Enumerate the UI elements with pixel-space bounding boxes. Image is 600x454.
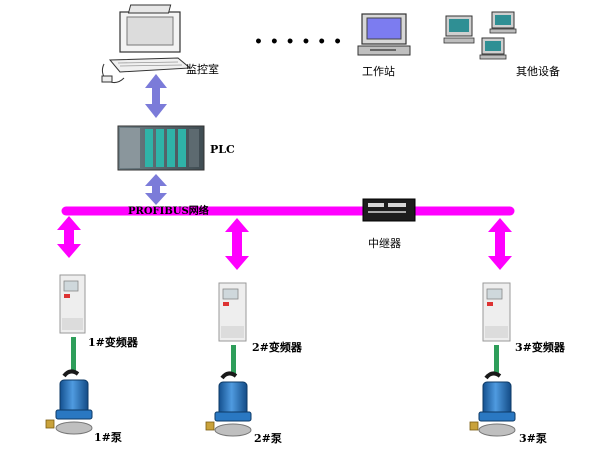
plc-rack-icon [117, 125, 205, 171]
drop-arrow-1 [57, 216, 81, 258]
pump-2-icon [205, 371, 252, 437]
drop-arrow-3 [488, 218, 512, 270]
other-devices-label: 其他设备 [516, 65, 560, 78]
repeater-module-icon [362, 198, 416, 222]
cable-2 [231, 345, 236, 375]
monitor-plc-link-arrow [145, 74, 167, 118]
pump-1-label: 1#泵 [94, 431, 122, 444]
vfd-1-icon [59, 274, 86, 334]
monitor-room-label: 监控室 [186, 63, 219, 76]
vfd-3-icon [482, 282, 511, 342]
monitor-room-computer-icon [101, 4, 192, 84]
drop-arrow-2 [225, 218, 249, 270]
pump-2-label: 2#泵 [254, 432, 282, 445]
repeater-label: 中继器 [368, 237, 401, 250]
ellipsis-label: • • • • • • [254, 34, 344, 50]
network-label: PROFIBUS网络 [128, 206, 209, 217]
vfd-1-label: 1#变频器 [88, 336, 138, 349]
workstation-label: 工作站 [362, 65, 395, 78]
vfd-3-label: 3#变频器 [515, 341, 565, 354]
plc-bus-link-arrow [145, 174, 167, 205]
other-devices-icon [443, 11, 517, 60]
vfd-2-label: 2#变频器 [252, 341, 302, 354]
vfd-2-icon [218, 282, 247, 342]
pump-3-label: 3#泵 [519, 432, 547, 445]
pump-3-icon [469, 371, 516, 437]
cable-3 [494, 345, 499, 375]
cable-1 [71, 337, 76, 371]
pump-1-icon [45, 369, 93, 435]
plc-label: PLC [210, 143, 235, 156]
workstation-computer-icon [357, 13, 411, 56]
